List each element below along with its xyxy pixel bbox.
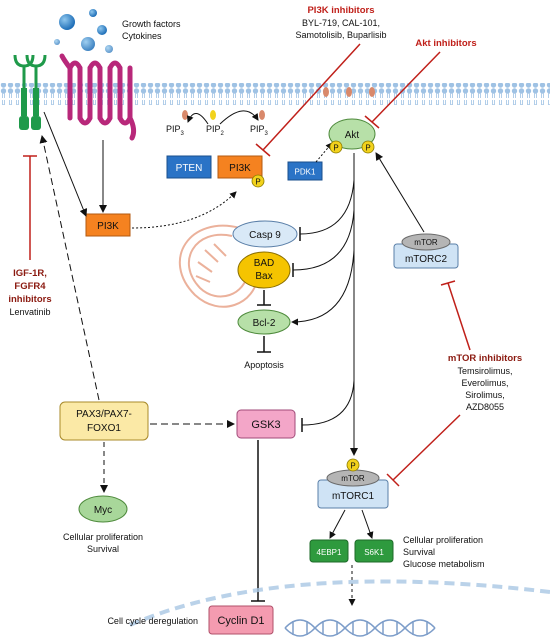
pten-label: PTEN bbox=[176, 163, 203, 174]
bad-bax-node bbox=[237, 251, 291, 289]
mtorc1-to-s6k1 bbox=[361, 509, 374, 539]
mtor-inhibitors-drug-1: Temsirolimus, bbox=[457, 366, 512, 376]
cyclin-d1-node bbox=[208, 605, 274, 635]
pip2-to-pip3-right-arrow bbox=[219, 110, 259, 125]
akt-inhibitors-title: Akt inhibitors bbox=[415, 38, 476, 49]
gsk3-node bbox=[236, 409, 296, 439]
pdk1-node bbox=[287, 161, 323, 181]
pi3k-phospho-label: P bbox=[255, 178, 260, 187]
mtorc1-outcome-3: Glucose metabolism bbox=[403, 559, 485, 569]
pi3k-membrane-label: PI3K bbox=[229, 163, 251, 174]
plasma-membrane bbox=[0, 83, 550, 105]
mtor-inhibitors-drug-2: Everolimus, bbox=[461, 378, 508, 388]
gsk3-label: GSK3 bbox=[251, 419, 280, 431]
pi3k-inhibitors-line2: Samotolisib, Buparlisib bbox=[295, 30, 386, 40]
igf-inhibitors-line1: IGF-1R, bbox=[13, 268, 47, 279]
s6k1-node bbox=[354, 539, 394, 563]
nuclear-membrane bbox=[129, 579, 550, 627]
akt-inhibits-gsk3 bbox=[301, 379, 355, 426]
4ebp1-node bbox=[309, 539, 349, 563]
s6k1-label: S6K1 bbox=[364, 548, 384, 557]
4ebp1-label: 4EBP1 bbox=[317, 548, 342, 557]
cyclin-d1-label: Cyclin D1 bbox=[217, 615, 264, 627]
pi3k-inhibitors-title: PI3K inhibitors bbox=[307, 5, 374, 16]
myc-outcome-2: Survival bbox=[87, 544, 119, 554]
pi3k-inhibitors-line1: BYL-719, CAL-101, bbox=[302, 18, 380, 28]
gpcr-receptor bbox=[59, 53, 137, 141]
bax-label: Bax bbox=[255, 271, 272, 282]
pax-foxo1-node bbox=[59, 401, 149, 441]
mtor-inhibitors-drug-3: Sirolimus, bbox=[465, 390, 505, 400]
pi3k-membrane-node bbox=[217, 155, 263, 179]
casp9-node bbox=[232, 220, 298, 248]
bad-label: BAD bbox=[254, 258, 275, 269]
pi3k-inhibitor-line bbox=[262, 43, 361, 151]
mtorc2-cap-label: mTOR bbox=[414, 238, 438, 247]
igf-inhibitors-drug: Lenvatinib bbox=[9, 307, 50, 317]
pip2-label: PIP2 bbox=[206, 124, 225, 137]
mtorc1-outcome-2: Survival bbox=[403, 547, 435, 557]
pi3k-cytoplasm-node bbox=[85, 213, 131, 237]
pi3k-cytoplasm-label: PI3K bbox=[97, 221, 119, 232]
pip2-to-pip3-left-arrow bbox=[186, 113, 209, 125]
ligand-label-2: Cytokines bbox=[122, 31, 162, 41]
mtor-inhibitor-to-mtorc1 bbox=[392, 414, 461, 481]
akt-inhibits-bad bbox=[292, 209, 355, 271]
akt-phospho-left bbox=[329, 140, 343, 154]
pax-label-1: PAX3/PAX7- bbox=[76, 409, 132, 420]
casp9-label: Casp 9 bbox=[249, 230, 281, 241]
cell-cycle-label: Cell cycle deregulation bbox=[107, 616, 198, 626]
mtorc2-to-akt-arrow bbox=[375, 152, 425, 233]
pdk1-label: PDK1 bbox=[295, 168, 316, 177]
akt-label: Akt bbox=[345, 130, 360, 141]
apoptosis-label: Apoptosis bbox=[244, 360, 284, 370]
akt-phospho-right bbox=[361, 140, 375, 154]
pip3-left-label: PIP3 bbox=[166, 124, 185, 137]
bcl2-node bbox=[237, 309, 291, 335]
pi3k-phospho-badge bbox=[251, 174, 265, 188]
akt-node bbox=[328, 118, 376, 150]
ligand-label-1: Growth factors bbox=[122, 19, 181, 29]
receptor-tyrosine-kinase bbox=[13, 54, 47, 130]
pten-node bbox=[166, 155, 212, 179]
akt-activates-bcl2 bbox=[291, 249, 355, 326]
pax-label-2: FOXO1 bbox=[87, 423, 121, 434]
pi3k-translocation-arrow bbox=[131, 191, 237, 229]
akt-inhibitor-line bbox=[371, 51, 441, 123]
pax-to-receptor-dashed bbox=[39, 135, 100, 401]
igf-inhibitors-line2: FGFR4 bbox=[14, 281, 46, 292]
mtorc1-phospho-badge bbox=[346, 458, 360, 472]
mtorc1-cap-label: mTOR bbox=[341, 474, 365, 483]
growth-factor-molecules bbox=[54, 9, 113, 53]
akt-phospho-right-label: P bbox=[365, 144, 370, 153]
mitochondrion-illustration bbox=[178, 224, 259, 308]
pip3-right-label: PIP3 bbox=[250, 124, 269, 137]
mtorc2-cap bbox=[401, 233, 451, 251]
mtorc1-phospho-label: P bbox=[350, 462, 355, 471]
mtorc1-label: mTORC1 bbox=[332, 491, 374, 502]
mtor-inhibitors-title: mTOR inhibitors bbox=[448, 353, 522, 364]
mtorc1-outcome-1: Cellular proliferation bbox=[403, 535, 483, 545]
igf-inhibitors-line3: inhibitors bbox=[8, 294, 51, 305]
myc-label: Myc bbox=[94, 505, 112, 516]
akt-inhibits-casp9 bbox=[299, 179, 355, 235]
mtor-inhibitors-drug-4: AZD8055 bbox=[466, 402, 504, 412]
mtorc1-to-4ebp1 bbox=[329, 509, 346, 539]
bcl2-label: Bcl-2 bbox=[253, 318, 276, 329]
myc-outcome-1: Cellular proliferation bbox=[63, 532, 143, 542]
dna-helix bbox=[284, 619, 436, 637]
mtor-inhibitor-to-mtorc2 bbox=[447, 282, 471, 351]
myc-node bbox=[78, 495, 128, 523]
receptor-to-pi3k-arrow bbox=[43, 111, 88, 217]
pip-lipids bbox=[182, 87, 375, 120]
pdk1-to-akt-arrow bbox=[315, 142, 333, 163]
akt-phospho-left-label: P bbox=[333, 144, 338, 153]
mtorc2-label: mTORC2 bbox=[405, 254, 447, 265]
